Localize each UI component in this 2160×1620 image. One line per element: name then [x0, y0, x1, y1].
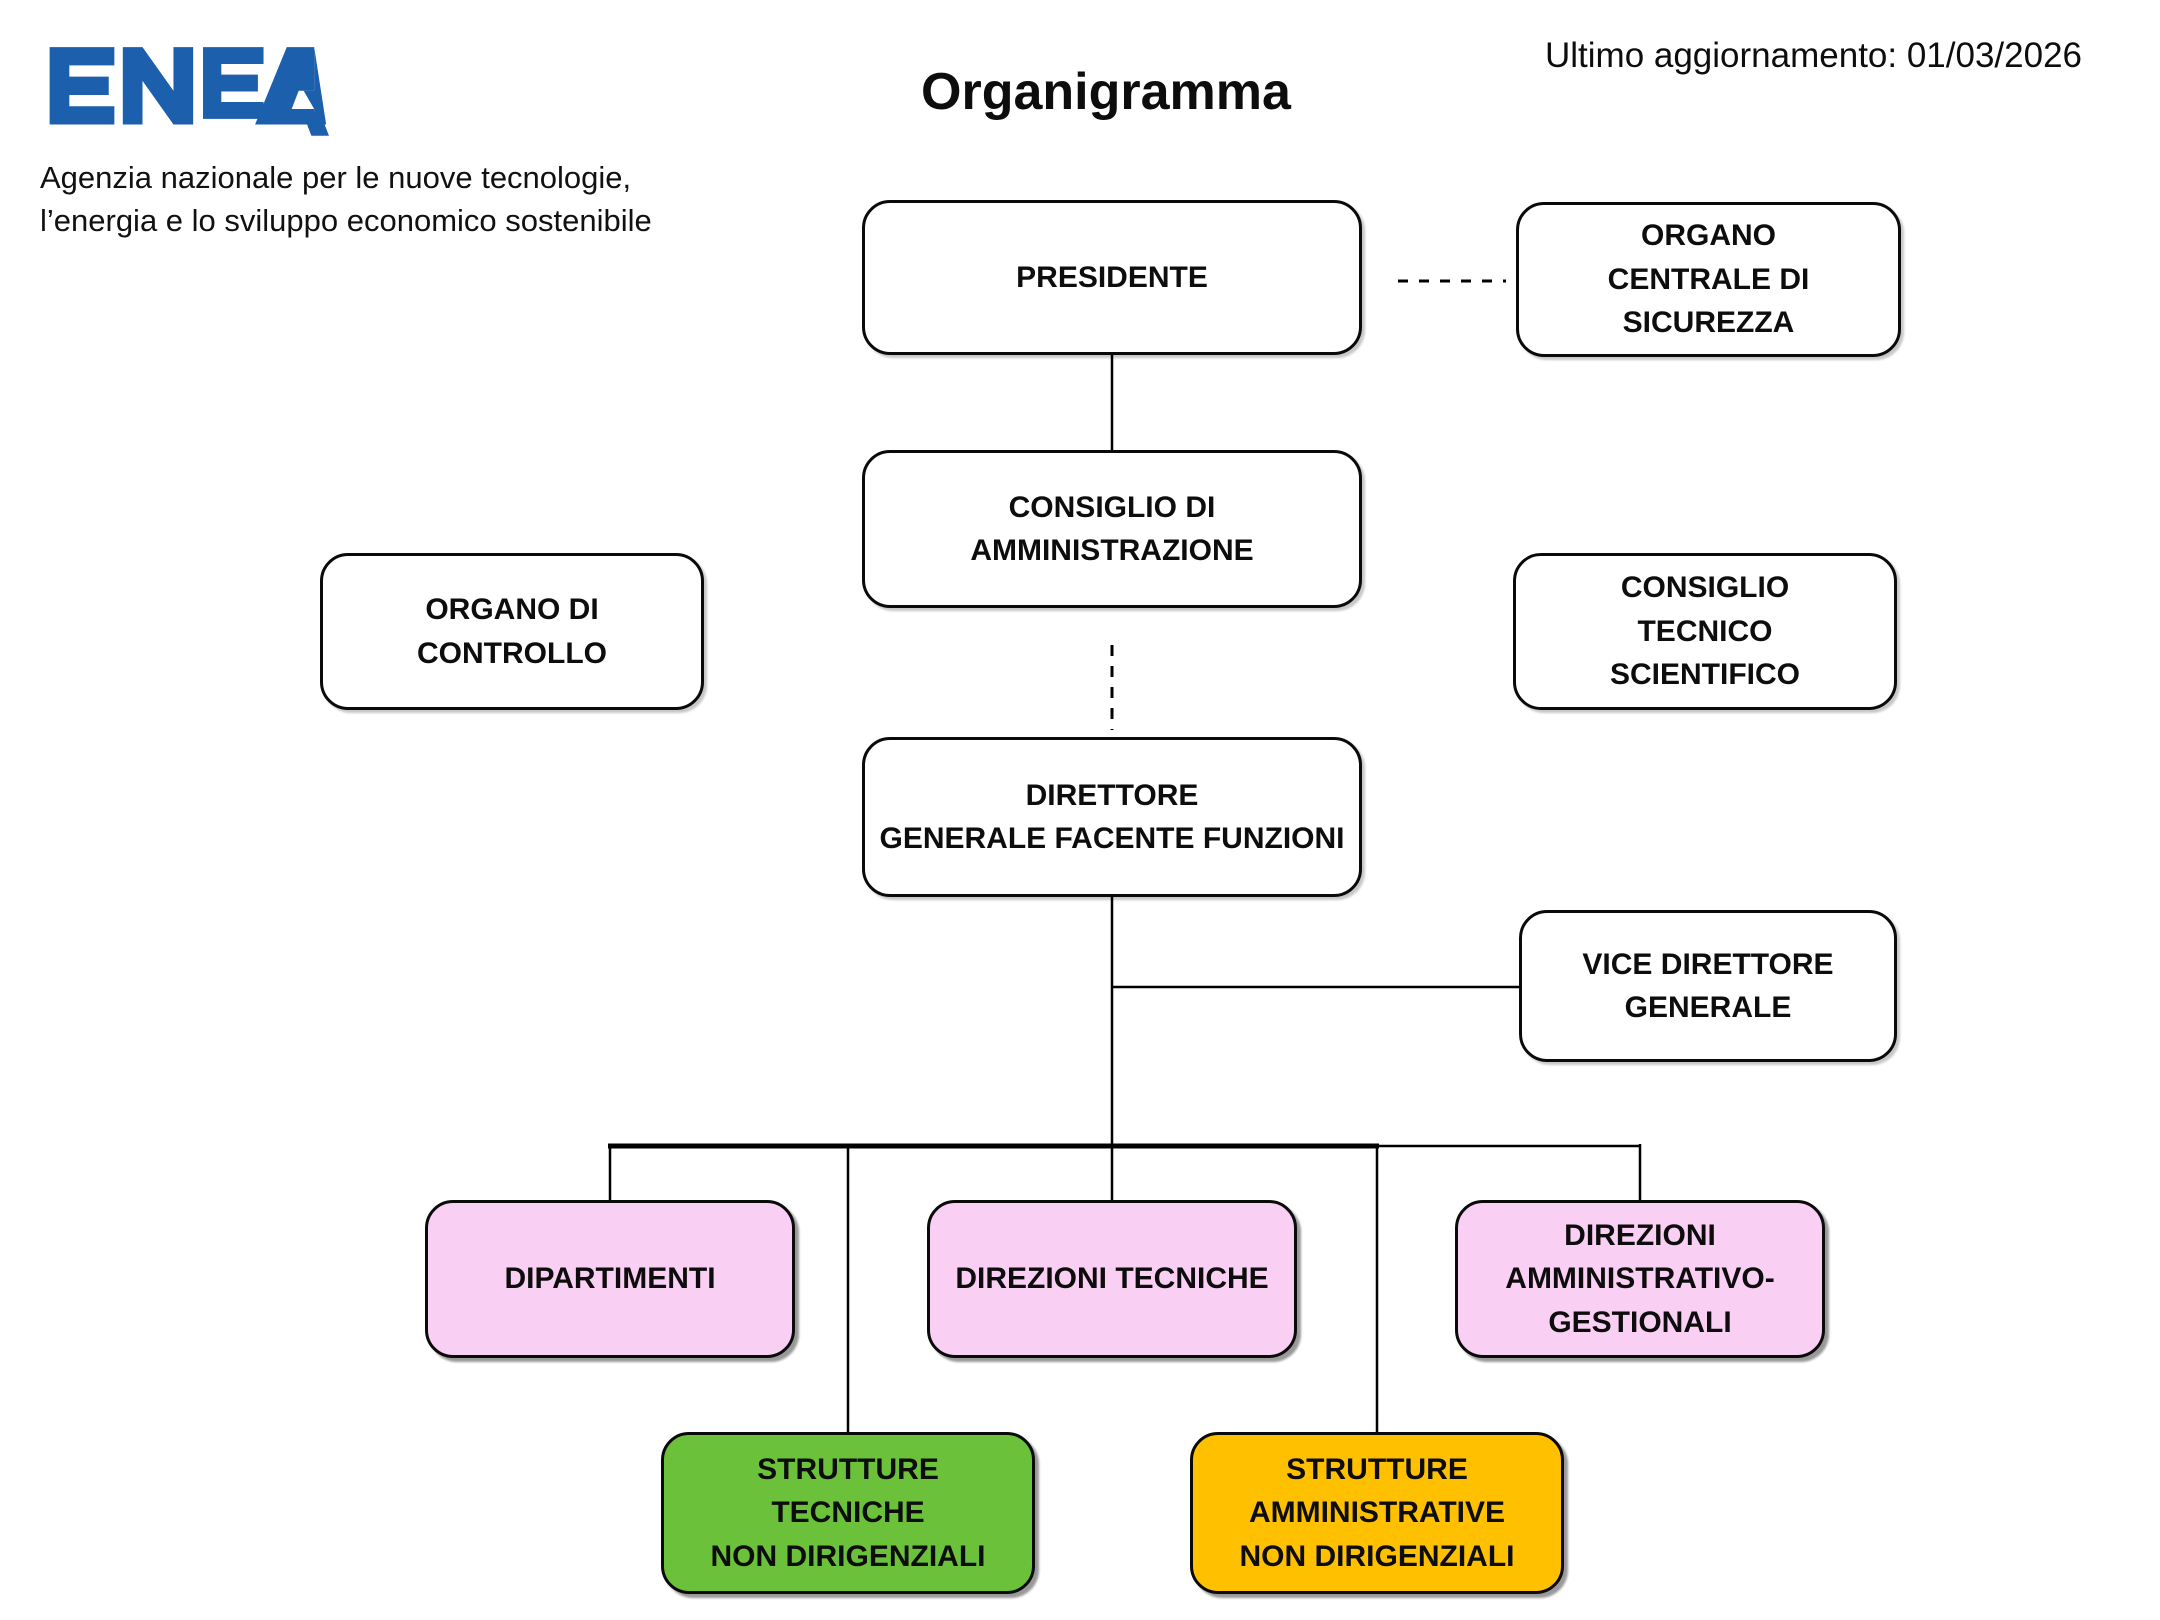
- node-direttore-generale-facente-funzioni: DIRETTORE GENERALE FACENTE FUNZIONI: [862, 737, 1362, 897]
- node-consiglio-di-amministrazione: CONSIGLIO DI AMMINISTRAZIONE: [862, 450, 1362, 608]
- node-direzioni-amministrativo-gestionali: DIREZIONI AMMINISTRATIVO- GESTIONALI: [1455, 1200, 1825, 1358]
- node-organo-centrale-di-sicurezza: ORGANO CENTRALE DI SICUREZZA: [1516, 202, 1901, 357]
- enea-logo: [44, 26, 336, 157]
- node-direzioni-tecniche: DIREZIONI TECNICHE: [927, 1200, 1297, 1358]
- node-strutture-tecniche-non-dirigenziali: STRUTTURE TECNICHE NON DIRIGENZIALI: [661, 1432, 1035, 1594]
- node-strutture-amministrative-non-dirigenziali: STRUTTURE AMMINISTRATIVE NON DIRIGENZIAL…: [1190, 1432, 1564, 1594]
- node-consiglio-tecnico-scientifico: CONSIGLIO TECNICO SCIENTIFICO: [1513, 553, 1897, 710]
- enea-logo-icon: [49, 47, 329, 136]
- agency-tagline: Agenzia nazionale per le nuove tecnologi…: [40, 160, 652, 239]
- page-title: Organigramma: [921, 63, 1291, 121]
- node-presidente: PRESIDENTE: [862, 200, 1362, 355]
- node-vice-direttore-generale: VICE DIRETTORE GENERALE: [1519, 910, 1897, 1062]
- node-dipartimenti: DIPARTIMENTI: [425, 1200, 795, 1358]
- node-organo-di-controllo: ORGANO DI CONTROLLO: [320, 553, 704, 710]
- last-update-text: Ultimo aggiornamento: 01/03/2026: [1544, 36, 2082, 75]
